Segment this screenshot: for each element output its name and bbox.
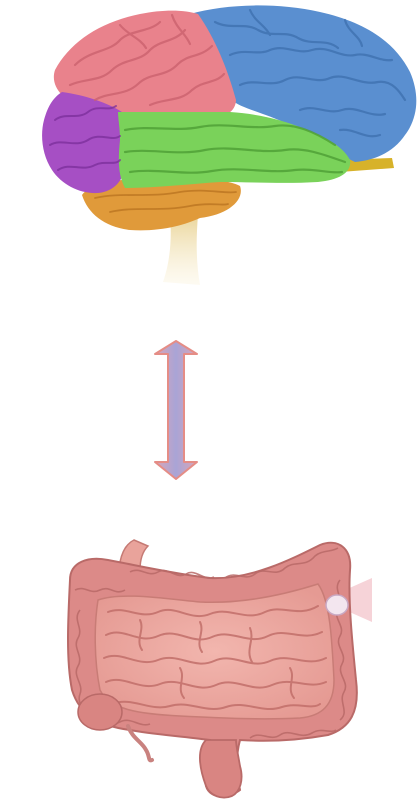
double-arrow-icon: [155, 341, 197, 479]
intestine-icon: [68, 540, 372, 798]
small-intestine: [95, 584, 334, 719]
brain-icon: [42, 5, 416, 285]
